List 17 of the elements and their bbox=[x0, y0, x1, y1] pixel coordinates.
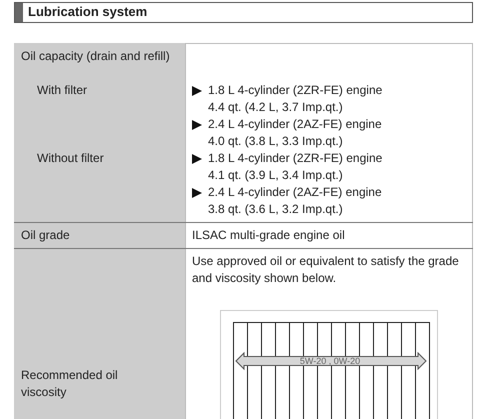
capacity-text: 4.4 qt. (4.2 L, 3.7 Imp.qt.) bbox=[208, 99, 344, 116]
note-text: Use approved oil or equivalent to satisfy the grade and viscosity shown below. bbox=[192, 253, 460, 287]
engine-text: 1.8 L 4-cylinder (2ZR-FE) engine bbox=[208, 150, 384, 167]
capacity-text: 3.8 qt. (3.6 L, 3.2 Imp.qt.) bbox=[208, 201, 344, 218]
cell-text: ILSAC multi-grade engine oil bbox=[192, 227, 346, 244]
row-heading: Oil grade bbox=[21, 227, 71, 244]
engine-text: 1.8 L 4-cylinder (2ZR-FE) engine bbox=[208, 82, 384, 99]
sub-heading: Without filter bbox=[37, 150, 105, 167]
row-heading: Recommended oil viscosity bbox=[21, 367, 119, 401]
section-title: Lubrication system bbox=[28, 3, 148, 20]
engine-text: 2.4 L 4-cylinder (2AZ-FE) engine bbox=[208, 116, 383, 133]
row-heading: Oil capacity (drain and refill) bbox=[21, 48, 171, 65]
engine-text: 2.4 L 4-cylinder (2AZ-FE) engine bbox=[208, 184, 383, 201]
range-label: 5W-20 , 0W-20 bbox=[298, 355, 362, 368]
capacity-text: 4.1 qt. (3.9 L, 3.4 Imp.qt.) bbox=[208, 167, 344, 184]
capacity-text: 4.0 qt. (3.8 L, 3.3 Imp.qt.) bbox=[208, 133, 344, 150]
sub-heading: With filter bbox=[37, 82, 88, 99]
